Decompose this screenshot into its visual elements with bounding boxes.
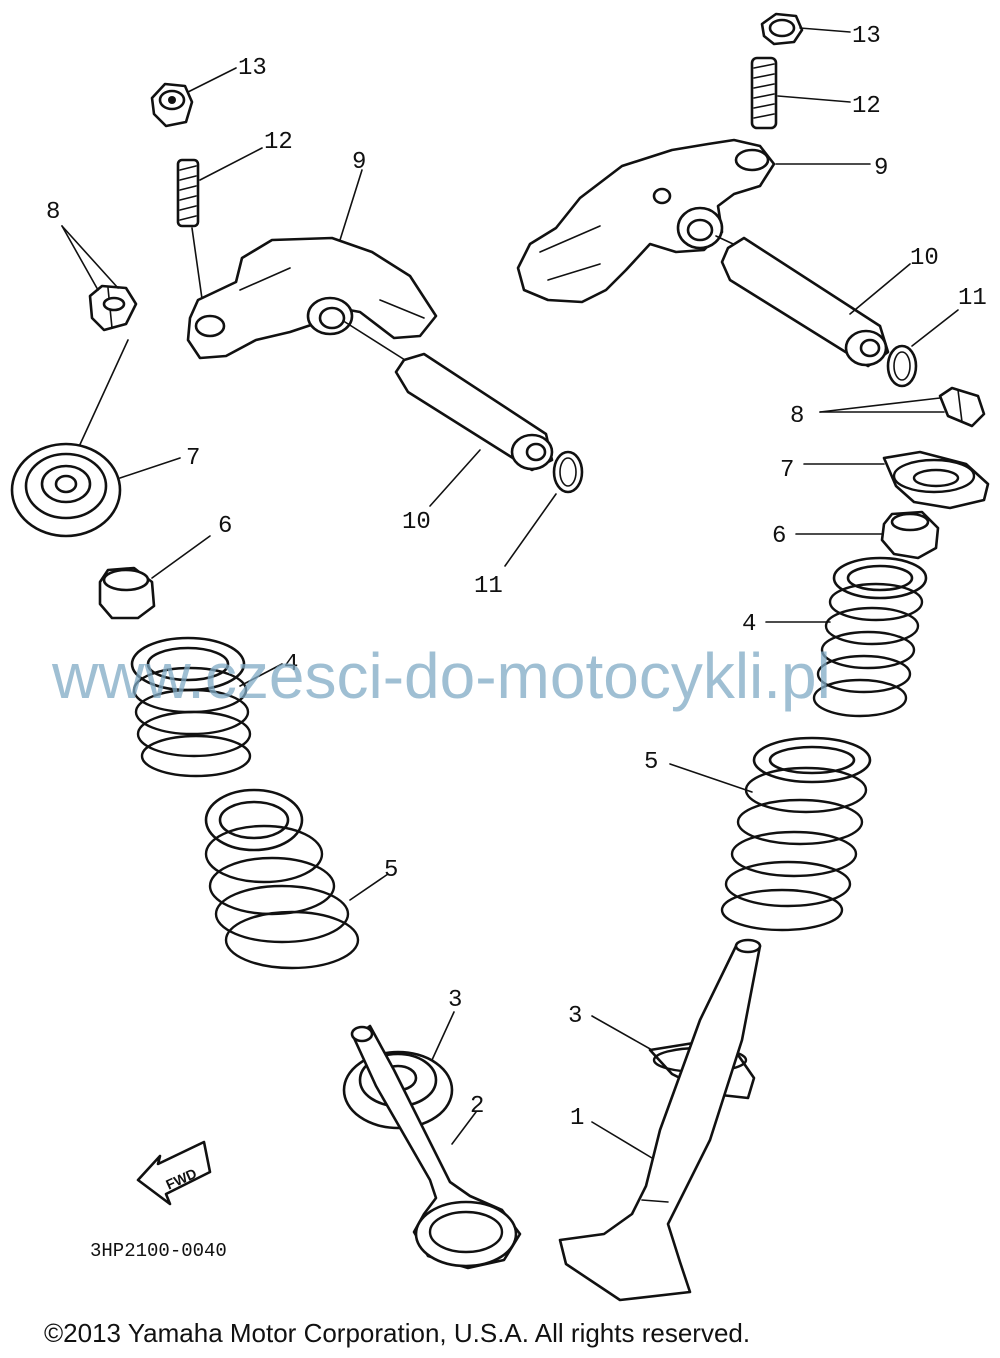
outer-spring-5-left xyxy=(204,788,360,970)
label-9-left: 9 xyxy=(352,149,366,176)
rocker-shaft-10-right xyxy=(720,236,890,368)
label-1: 1 xyxy=(570,1105,584,1132)
rocker-arm-9-left xyxy=(186,236,438,360)
copyright-notice: ©2013 Yamaha Motor Corporation, U.S.A. A… xyxy=(44,1318,750,1348)
fwd-arrow-icon: FWD xyxy=(136,1140,212,1206)
o-ring-11-left xyxy=(552,450,584,494)
label-2: 2 xyxy=(470,1093,484,1120)
label-4-right: 4 xyxy=(742,611,756,638)
label-12-right: 12 xyxy=(852,93,881,120)
label-12-left: 12 xyxy=(264,129,293,156)
nut-13-left xyxy=(150,82,194,128)
label-5-right: 5 xyxy=(644,749,658,776)
inner-spring-4-right xyxy=(812,556,928,718)
label-9-right: 9 xyxy=(874,155,888,182)
label-7-left: 7 xyxy=(186,445,200,472)
label-11-left: 11 xyxy=(474,573,503,600)
outer-spring-5-right xyxy=(720,736,872,932)
retainer-7-left xyxy=(10,442,122,538)
label-8-right: 8 xyxy=(790,403,804,430)
label-6-left: 6 xyxy=(218,513,232,540)
label-11-right: 11 xyxy=(958,285,987,312)
seal-6-left xyxy=(98,566,156,620)
label-4-left: 4 xyxy=(284,651,298,678)
seal-6-right xyxy=(880,510,940,560)
label-13-right: 13 xyxy=(852,23,881,50)
stud-12-left xyxy=(176,158,200,228)
watermark: www.czesci-do-motocykli.pl xyxy=(51,640,831,712)
label-7-right: 7 xyxy=(780,457,794,484)
label-8-left: 8 xyxy=(46,199,60,226)
label-10-left: 10 xyxy=(402,509,431,536)
label-3-left: 3 xyxy=(448,987,462,1014)
label-3-right: 3 xyxy=(568,1003,582,1030)
label-10-right: 10 xyxy=(910,245,939,272)
label-13-left: 13 xyxy=(238,55,267,82)
retainer-7-right xyxy=(882,450,990,510)
diagram-code: 3HP2100-0040 xyxy=(90,1240,227,1262)
label-6-right: 6 xyxy=(772,523,786,550)
cotter-8-right xyxy=(938,386,986,428)
valve-1 xyxy=(558,938,762,1302)
nut-13-right xyxy=(760,12,804,46)
inner-spring-4-left xyxy=(130,636,252,778)
label-5-left: 5 xyxy=(384,857,398,884)
rocker-shaft-10-left xyxy=(394,352,554,472)
cotter-8-left xyxy=(88,284,138,332)
valve-2 xyxy=(350,1024,522,1270)
stud-12-right xyxy=(750,56,778,130)
rocker-arm-9-right xyxy=(516,138,776,304)
o-ring-11-right xyxy=(886,344,918,388)
